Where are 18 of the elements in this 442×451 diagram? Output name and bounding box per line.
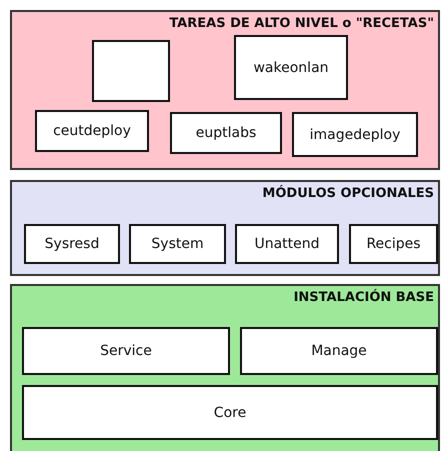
- layer-title: TAREAS DE ALTO NIVEL o "RECETAS": [169, 16, 434, 31]
- module-box: System: [129, 224, 226, 264]
- module-box: euptlabs: [170, 112, 282, 154]
- layer-title: MÓDULOS OPCIONALES: [262, 186, 434, 201]
- module-box: ceutdeploy: [35, 110, 149, 152]
- module-box: Core: [22, 385, 438, 440]
- layer-title: INSTALACIÓN BASE: [294, 290, 434, 305]
- layer-panel: [10, 10, 440, 170]
- module-box: imagedeploy: [292, 112, 418, 157]
- module-box: Service: [22, 327, 230, 375]
- layer-panel: [10, 180, 440, 276]
- module-box: Manage: [240, 327, 438, 375]
- module-box: Sysresd: [24, 224, 120, 264]
- module-box: [92, 40, 170, 102]
- module-box: wakeonlan: [234, 35, 348, 100]
- module-box: Unattend: [235, 224, 339, 264]
- module-box: Recipes: [349, 224, 438, 264]
- layer-panel: [10, 284, 440, 451]
